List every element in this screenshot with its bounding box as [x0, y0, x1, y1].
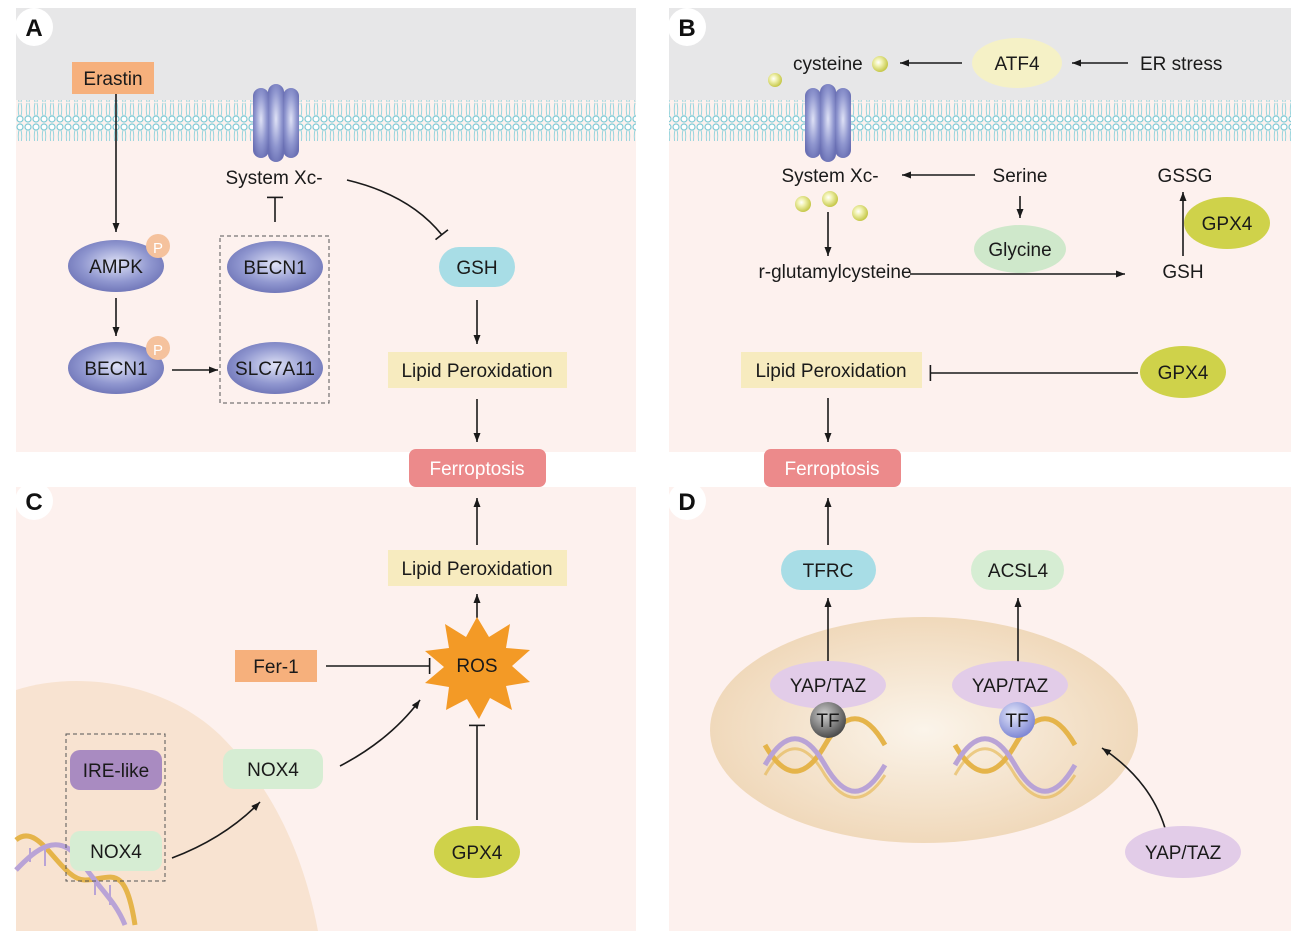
- cysteine-dot-icon: [768, 73, 782, 87]
- yap-taz-right-node: [952, 661, 1068, 709]
- atf4-label: ATF4: [994, 54, 1039, 75]
- nox4-gene-label: NOX4: [90, 842, 142, 863]
- gsh-label: GSH: [1162, 262, 1203, 283]
- cysteine-label: cysteine: [793, 54, 863, 75]
- system-xc-transporter-icon: [805, 84, 851, 162]
- tfrc-label: TFRC: [803, 561, 854, 582]
- yap-taz-left-label: YAP/TAZ: [790, 676, 867, 697]
- erastin-box: [72, 62, 154, 94]
- er-stress-label: ER stress: [1140, 54, 1222, 75]
- fer1-label: Fer-1: [253, 657, 298, 678]
- nox4-to-ros-arrow: [339, 699, 421, 767]
- system-xc-transporter-icon: [253, 84, 299, 162]
- panel-letter-d-badge: D: [668, 482, 706, 520]
- ferroptosis-left-label: Ferroptosis: [429, 459, 524, 480]
- panel-b: cysteine ATF4 ER stress System Xc- Serin…: [741, 38, 1270, 442]
- panel-letter-d: D: [678, 489, 695, 516]
- panel-a-membrane: [16, 100, 636, 141]
- acsl4-node: [971, 550, 1064, 590]
- ampk-node: [68, 240, 164, 292]
- ampk-label: AMPK: [89, 257, 143, 278]
- tf-right-label: TF: [1005, 711, 1028, 732]
- gpx4-node: [1140, 346, 1226, 398]
- lipid-peroxidation-label: Lipid Peroxidation: [755, 361, 906, 382]
- phosphate-icon: [146, 234, 170, 258]
- panel-c: Lipid Peroxidation ROS Fer-1 GPX4 NOX4 I…: [14, 498, 567, 931]
- gpx4-top-label: GPX4: [1202, 214, 1253, 235]
- panel-letter-c-badge: C: [15, 482, 53, 520]
- phosphate-icon: [146, 336, 170, 360]
- atf4-node: [972, 38, 1062, 88]
- gpx4-node: [434, 826, 520, 878]
- becn1-label: BECN1: [84, 359, 147, 380]
- gsh-label: GSH: [456, 258, 497, 279]
- tf-right-node: [999, 702, 1035, 738]
- phosphate-label: P: [153, 342, 163, 359]
- gpx4-label: GPX4: [452, 843, 503, 864]
- ire-like-node: [70, 750, 162, 790]
- becn1-complex-node: [227, 241, 323, 293]
- dna-helix-icon: [952, 716, 1078, 799]
- system-xc-label: System Xc-: [781, 166, 878, 187]
- lipid-peroxidation-box: [388, 352, 567, 388]
- nox4-gene-node: [70, 831, 162, 871]
- gpx4-label: GPX4: [1158, 363, 1209, 384]
- fer1-box: [235, 650, 317, 682]
- ferroptosis-left-box: [409, 449, 546, 487]
- nox4-node: [223, 749, 323, 789]
- system-xc-label: System Xc-: [225, 168, 322, 189]
- nox4-label: NOX4: [247, 760, 299, 781]
- lipid-peroxidation-box: [741, 352, 922, 388]
- gsh-node: [439, 247, 515, 287]
- yap-taz-left-node: [770, 661, 886, 709]
- panel-letter-b: B: [678, 15, 695, 42]
- becn1-node: [68, 342, 164, 394]
- system-xc-inhibits-gsh: [346, 179, 449, 241]
- glycine-node: [974, 225, 1066, 273]
- slc7a11-label: SLC7A11: [235, 359, 315, 380]
- yap-taz-right-label: YAP/TAZ: [972, 676, 1049, 697]
- panel-d: TFRC ACSL4 YAP/TAZ YAP/TAZ TF TF YAP/TAZ: [710, 498, 1241, 878]
- panel-letter-a-badge: A: [15, 8, 53, 46]
- yap-taz-cytoplasm-label: YAP/TAZ: [1145, 843, 1222, 864]
- cysteine-dot-icon: [822, 191, 838, 207]
- yap-taz-nuclear-entry-arrow: [1101, 747, 1166, 829]
- panel-letter-c: C: [25, 489, 42, 516]
- gssg-label: GSSG: [1158, 166, 1213, 187]
- panel-letter-a: A: [25, 15, 42, 42]
- ire-like-label: IRE-like: [83, 761, 150, 782]
- cysteine-dot-icon: [795, 196, 811, 212]
- becn1-complex-label: BECN1: [243, 258, 306, 279]
- cysteine-dot-icon: [872, 56, 888, 72]
- panel-b-membrane: [669, 100, 1291, 141]
- phosphate-label: P: [153, 240, 163, 257]
- dna-helix-icon: [762, 716, 888, 799]
- ros-burst-icon: [425, 617, 530, 719]
- nox4-gene-region-box: [65, 733, 166, 882]
- panel-letter-b-badge: B: [668, 8, 706, 46]
- tf-left-node: [810, 702, 846, 738]
- serine-label: Serine: [993, 166, 1048, 187]
- ros-label: ROS: [456, 656, 497, 677]
- tfrc-node: [781, 550, 876, 590]
- r-glutamylcysteine-label: r-glutamylcysteine: [758, 262, 911, 283]
- panel-a: Erastin System Xc- AMPK P BECN1 P BECN1 …: [68, 62, 567, 442]
- acsl4-label: ACSL4: [988, 561, 1049, 582]
- yap-taz-cytoplasm-node: [1125, 826, 1241, 878]
- tf-left-label: TF: [816, 711, 839, 732]
- glycine-label: Glycine: [988, 240, 1051, 261]
- nox4-gene-to-nox4-arrow: [171, 801, 261, 859]
- slc7a11-node: [227, 342, 323, 394]
- lipid-peroxidation-label: Lipid Peroxidation: [401, 361, 552, 382]
- gpx4-top-node: [1184, 197, 1270, 249]
- lipid-peroxidation-label: Lipid Peroxidation: [401, 559, 552, 580]
- becn1-slc7a11-complex-box: [219, 235, 330, 404]
- ferroptosis-right-box: [764, 449, 901, 487]
- cysteine-dot-icon: [852, 205, 868, 221]
- nucleus-region: [710, 617, 1138, 843]
- erastin-label: Erastin: [83, 69, 142, 90]
- ferroptosis-right-label: Ferroptosis: [784, 459, 879, 480]
- lipid-peroxidation-box: [388, 550, 567, 586]
